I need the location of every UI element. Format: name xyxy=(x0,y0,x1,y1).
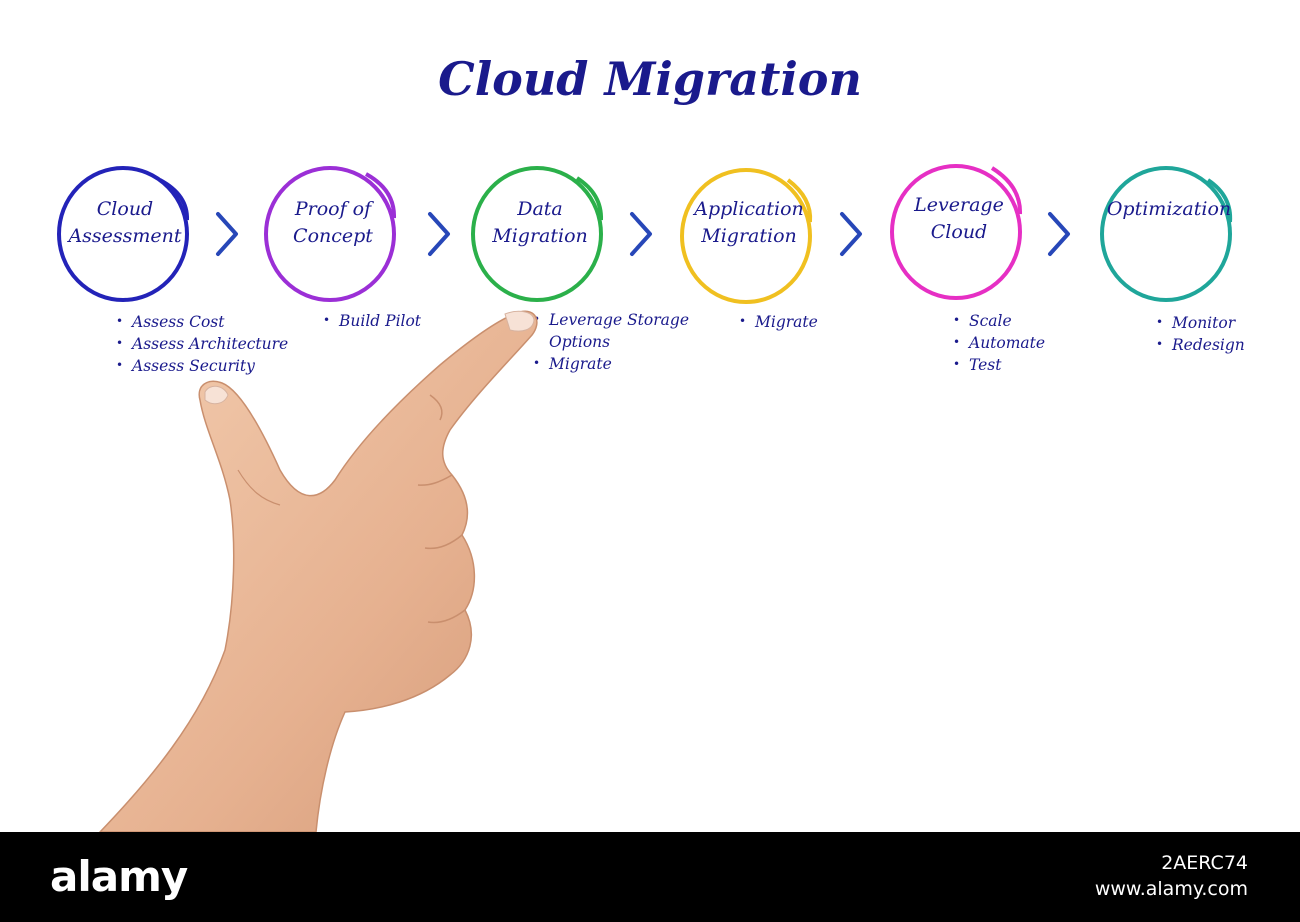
bullet-item: Redesign xyxy=(1156,333,1245,356)
bullets-leverage-cloud: Scale Automate Test xyxy=(953,309,1045,376)
alamy-logo: alamy xyxy=(50,852,188,901)
step-ring xyxy=(264,166,397,302)
bullet-item: Monitor xyxy=(1156,311,1245,334)
step-ring xyxy=(1100,166,1233,302)
step-label: Leverage Cloud xyxy=(914,194,1004,243)
bullets-cloud-assessment: Assess Cost Assess Architecture Assess S… xyxy=(116,310,288,377)
image-code: 2AERC74 xyxy=(1161,852,1248,874)
bullet-item: Assess Architecture xyxy=(116,332,288,355)
bullet-item: Scale xyxy=(953,309,1045,332)
bullet-item: Migrate xyxy=(739,310,818,333)
step-proof-of-concept: Proof of Concept xyxy=(248,160,418,310)
step-label: Application Migration xyxy=(694,198,804,247)
chevron-right-icon xyxy=(428,212,450,256)
step-label: Optimization xyxy=(1106,198,1232,220)
step-label: Proof of Concept xyxy=(293,198,373,247)
bullets-application-migration: Migrate xyxy=(739,310,818,333)
diagram-title: Cloud Migration xyxy=(438,52,862,106)
step-ring xyxy=(680,168,813,304)
step-application-migration: Application Migration xyxy=(664,160,834,310)
bullet-item: Build Pilot xyxy=(323,309,421,332)
bullets-data-migration: Leverage Storage Options Migrate xyxy=(533,308,689,375)
bullets-optimization: Monitor Redesign xyxy=(1156,311,1245,356)
chevron-right-icon xyxy=(216,212,238,256)
step-label: Data Migration xyxy=(492,198,588,247)
bullet-item: Test xyxy=(953,353,1045,376)
step-ring xyxy=(890,164,1023,300)
bullet-item: Assess Security xyxy=(116,354,288,377)
bullets-proof-of-concept: Build Pilot xyxy=(323,309,421,332)
bullet-item: Migrate xyxy=(533,352,689,375)
step-ring xyxy=(57,166,190,302)
footer-bar: alamy 2AERC74 www.alamy.com xyxy=(0,832,1300,922)
step-ring xyxy=(471,166,604,302)
bullet-item: Leverage Storage Options xyxy=(533,308,689,353)
bullet-item: Assess Cost xyxy=(116,310,288,333)
step-cloud-assessment: Cloud Assessment xyxy=(40,160,210,310)
chevron-right-icon xyxy=(1048,212,1070,256)
chevron-right-icon xyxy=(840,212,862,256)
site-url: www.alamy.com xyxy=(1094,878,1248,900)
pointing-hand-image xyxy=(98,310,538,832)
step-leverage-cloud: Leverage Cloud xyxy=(874,156,1044,306)
step-label: Cloud Assessment xyxy=(68,198,182,247)
chevron-right-icon xyxy=(630,212,652,256)
bullet-item: Automate xyxy=(953,331,1045,354)
step-data-migration: Data Migration xyxy=(455,160,625,310)
step-optimization: Optimization xyxy=(1084,160,1254,310)
